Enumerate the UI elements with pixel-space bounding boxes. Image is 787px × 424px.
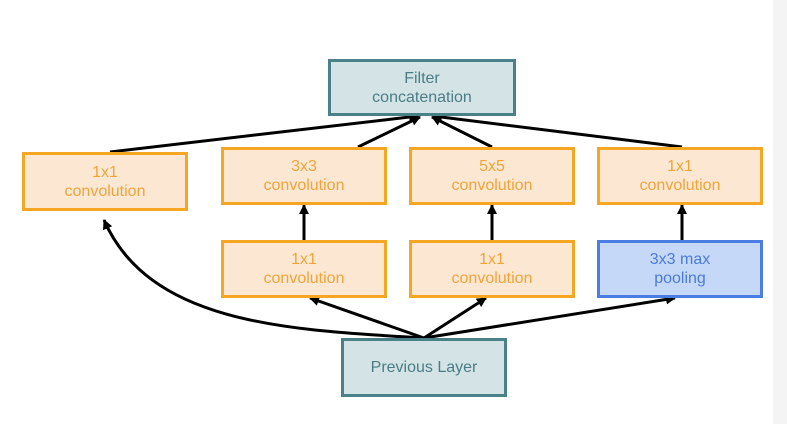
conv5x5-line1: 5x5 [479,158,505,175]
previous-layer-label: Previous Layer [370,359,478,376]
conv1x1-b-line2: convolution [263,270,345,287]
arrow-conv1x1d-to-concat [432,112,683,149]
arrow-prev-to-conv1x1b [309,296,425,340]
conv1x1-b-box: 1x1 convolution [221,240,387,298]
conv5x5-line2: convolution [451,177,533,194]
maxpool-line2: pooling [654,270,706,287]
filter-concatenation-line2: concatenation [372,88,472,106]
conv1x1-a-line2: convolution [64,182,146,200]
filter-concatenation-box: Filter concatenation [328,59,516,116]
conv1x1-d-line2: convolution [639,177,721,194]
conv1x1-b-line1: 1x1 [291,251,317,268]
conv1x1-d-line1: 1x1 [667,158,693,175]
conv1x1-a-box: 1x1 convolution [22,152,188,211]
conv3x3-line1: 3x3 [291,158,317,175]
right-edge-strip [773,0,787,424]
arrow-prev-to-conv1x1c [423,296,487,340]
conv3x3-box: 3x3 convolution [221,147,387,205]
conv1x1-c-line2: convolution [451,270,533,287]
filter-concatenation-line1: Filter [404,69,440,87]
conv1x1-c-line1: 1x1 [479,251,505,268]
maxpool-line1: 3x3 max [649,251,711,268]
maxpool-box: 3x3 max pooling [597,240,763,298]
conv3x3-line2: convolution [263,177,345,194]
conv5x5-box: 5x5 convolution [409,147,575,205]
conv1x1-c-box: 1x1 convolution [409,240,575,298]
arrow-prev-to-conv1x1a [102,219,425,340]
conv1x1-a-line1: 1x1 [92,163,118,181]
arrow-conv1x1a-to-concat [109,112,419,154]
conv1x1-d-box: 1x1 convolution [597,147,763,205]
previous-layer-box: Previous Layer [341,338,507,397]
arrow-conv3x3-to-concat [357,115,421,149]
arrow-prev-to-maxpool [423,294,676,340]
